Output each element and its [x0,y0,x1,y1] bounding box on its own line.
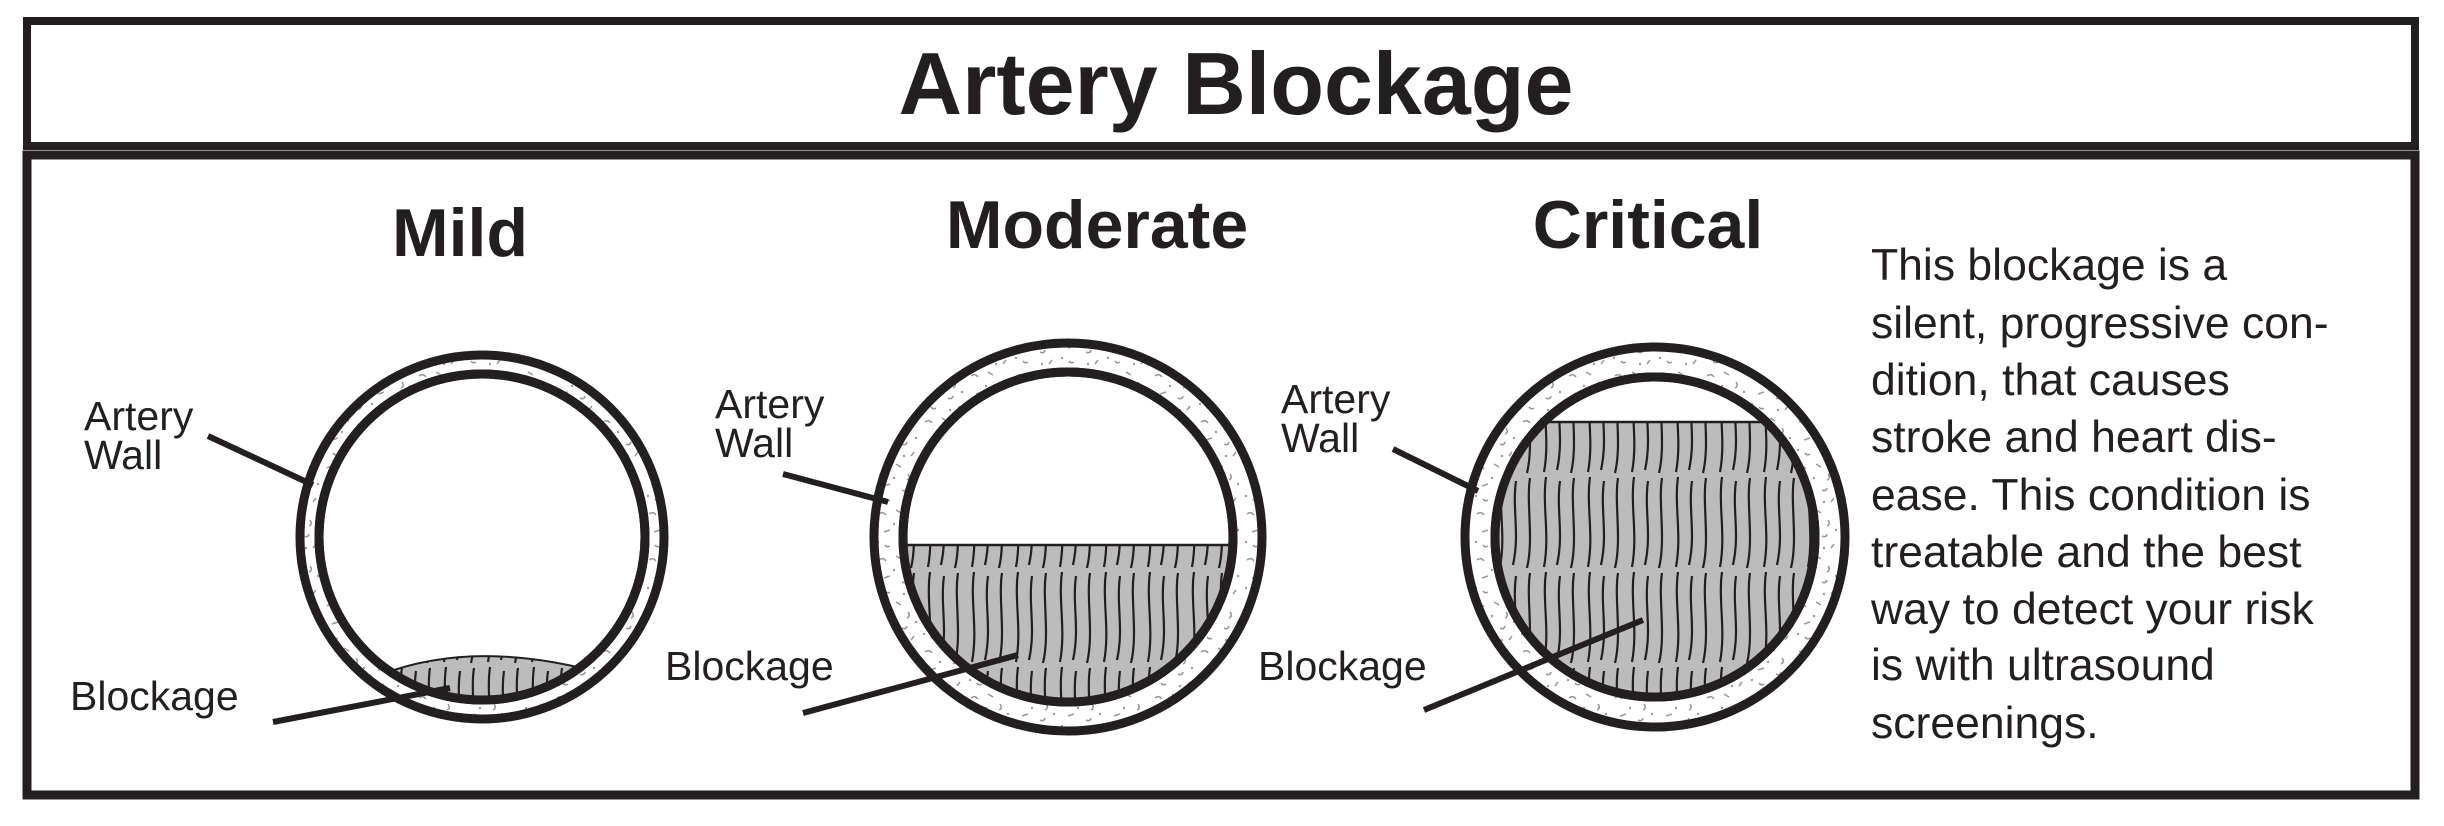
blockage-label-moderate: Blockage [665,643,834,689]
description-block: This blockage is a silent, progressive c… [1870,241,2329,748]
artery-wall-label-mild-line2: Wall [84,432,162,478]
description-line-6: treatable and the best [1871,528,2302,577]
description-line-8: is with ultrasound [1871,641,2215,690]
title-frame [23,17,2419,150]
description-line-3: dition, that causes [1871,356,2230,405]
artery-wall-pointer-mild [206,433,315,488]
stage-heading-mild: Mild [392,195,528,271]
artery-moderate [869,338,1267,736]
blockage-label-mild: Blockage [70,673,239,719]
blockage-pointer-mild [272,685,451,725]
stage-heading-moderate: Moderate [946,187,1248,263]
description-line-1: This blockage is a [1871,241,2227,290]
artery-critical [1460,342,1850,732]
artery-mild [295,350,669,724]
description-line-4: stroke and heart dis- [1871,413,2277,462]
description-line-9: screenings. [1871,699,2099,748]
page-title: Artery Blockage [899,34,1574,133]
blockage-pointer-moderate [802,652,1019,716]
artery-wall-pointer-moderate [782,471,889,505]
stage-heading-critical: Critical [1533,187,1764,263]
artery-wall-label-mild-line1: Artery [84,393,194,439]
blockage-label-critical: Blockage [1258,643,1427,689]
artery-wall-label-critical-line2: Wall [1281,415,1359,461]
artery-wall-label-moderate-line1: Artery [715,381,825,427]
artery-wall-label-critical-line1: Artery [1281,376,1391,422]
artery-wall-pointer-critical [1391,446,1480,494]
artery-wall-label-moderate-line2: Wall [715,420,793,466]
description-line-2: silent, progressive con- [1871,299,2329,348]
blockage-pointer-critical [1422,617,1645,713]
description-line-5: ease. This condition is [1871,471,2310,520]
description-line-7: way to detect your risk [1870,585,2314,634]
